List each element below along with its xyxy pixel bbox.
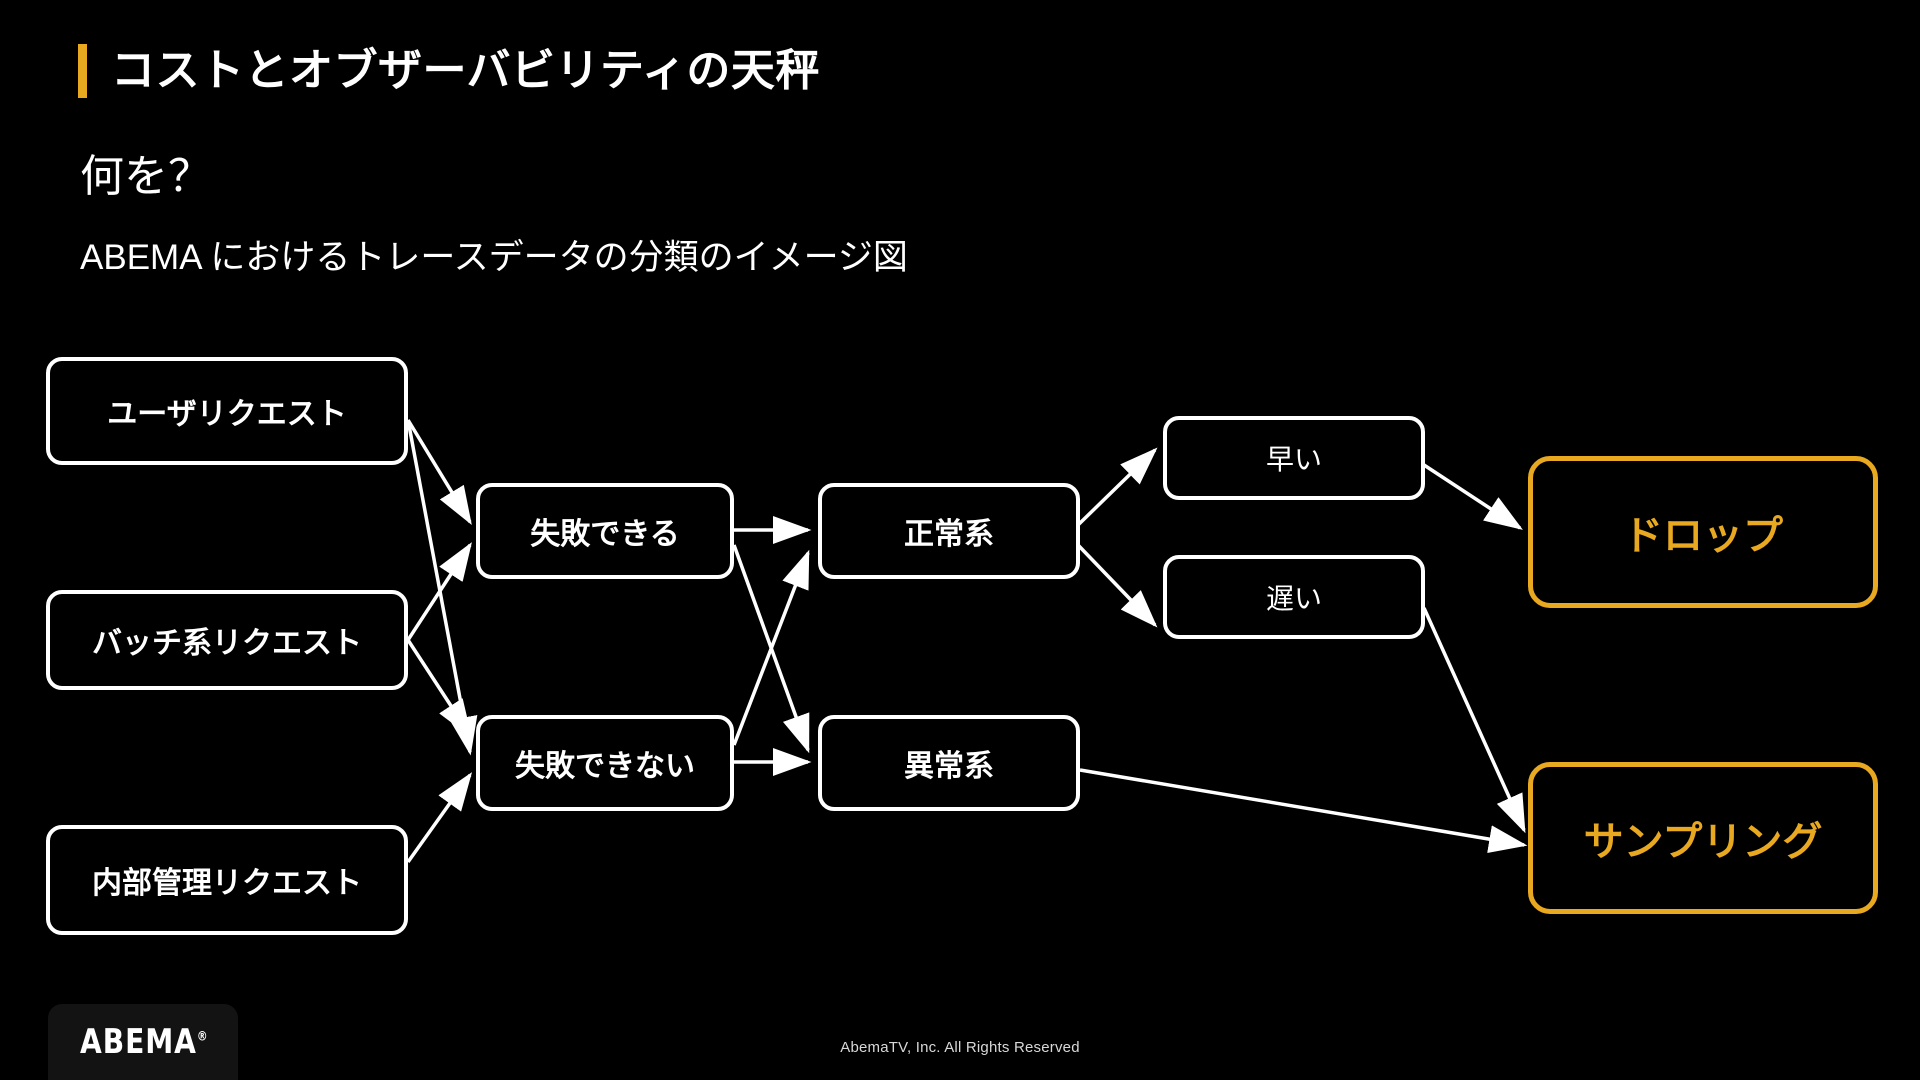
abema-logo-text: ABEMA bbox=[80, 1022, 197, 1062]
edge-batch-request-to-can-fail bbox=[406, 542, 472, 641]
node-fast[interactable]: 早い bbox=[1163, 416, 1425, 500]
edge-fast-to-drop bbox=[1423, 463, 1523, 530]
node-label: バッチ系リクエスト bbox=[92, 627, 362, 660]
node-abnormal[interactable]: 異常系 bbox=[818, 715, 1080, 811]
edge-batch-request-to-cannot-fail bbox=[406, 639, 472, 738]
node-label: ユーザリクエスト bbox=[107, 398, 347, 431]
copyright-text: AbemaTV, Inc. All Rights Reserved bbox=[840, 1039, 1080, 1056]
abema-logo-trademark: ® bbox=[196, 1029, 209, 1045]
section-heading: 何を？ bbox=[80, 152, 212, 201]
node-label: 正常系 bbox=[904, 518, 994, 551]
node-internal-request[interactable]: 内部管理リクエスト bbox=[46, 825, 408, 935]
node-label: サンプリング bbox=[1583, 820, 1823, 864]
node-label: 失敗できない bbox=[515, 750, 695, 783]
node-label: 異常系 bbox=[904, 750, 994, 783]
edge-user-request-to-can-fail bbox=[406, 419, 472, 525]
title-row: コストとオブザーバビリティの天秤 bbox=[78, 44, 820, 98]
edge-normal-to-slow bbox=[1076, 543, 1158, 628]
abema-logo: ABEMA® bbox=[80, 1022, 209, 1062]
slide-subtitle: ABEMA におけるトレースデータの分類のイメージ図 bbox=[80, 238, 908, 277]
page-title: コストとオブザーバビリティの天秤 bbox=[111, 46, 820, 95]
slide-footer: ABEMA® AbemaTV, Inc. All Rights Reserved bbox=[0, 1004, 1920, 1080]
title-accent-bar bbox=[78, 44, 87, 98]
edge-abnormal-to-sampling bbox=[1079, 768, 1528, 853]
edge-normal-to-fast bbox=[1076, 447, 1158, 527]
node-can-fail[interactable]: 失敗できる bbox=[476, 483, 734, 579]
edge-slow-to-sampling bbox=[1422, 607, 1526, 834]
node-sampling[interactable]: サンプリング bbox=[1528, 762, 1878, 914]
node-user-request[interactable]: ユーザリクエスト bbox=[46, 357, 408, 465]
node-label: 遅い bbox=[1265, 583, 1322, 614]
node-drop[interactable]: ドロップ bbox=[1528, 456, 1878, 608]
edge-user-request-to-cannot-fail bbox=[406, 419, 478, 756]
node-normal[interactable]: 正常系 bbox=[818, 483, 1080, 579]
node-label: ドロップ bbox=[1623, 514, 1783, 558]
edge-internal-request-to-cannot-fail bbox=[406, 772, 473, 864]
node-batch-request[interactable]: バッチ系リクエスト bbox=[46, 590, 408, 690]
logo-plate bbox=[48, 1004, 238, 1080]
node-label: 失敗できる bbox=[530, 518, 680, 551]
node-cannot-fail[interactable]: 失敗できない bbox=[476, 715, 734, 811]
node-slow[interactable]: 遅い bbox=[1163, 555, 1425, 639]
edge-cannot-fail-to-normal bbox=[732, 549, 810, 746]
node-label: 早い bbox=[1265, 444, 1322, 475]
node-label: 内部管理リクエスト bbox=[92, 867, 362, 900]
